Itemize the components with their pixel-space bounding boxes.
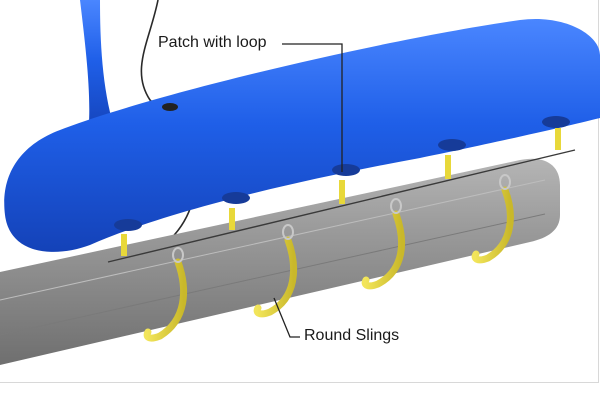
buoyancy-float [4, 0, 600, 252]
pipe-shade [0, 213, 546, 336]
round-slings [143, 174, 514, 342]
shackle [282, 224, 294, 240]
round-slings-label: Round Slings [304, 327, 400, 344]
patch [332, 164, 360, 176]
float-feed-tube [80, 0, 115, 135]
pipe-highlight [0, 179, 546, 301]
shackle [172, 247, 184, 263]
patch [438, 139, 466, 151]
pipe-body [0, 158, 560, 365]
slings-callout-leader [273, 297, 300, 338]
shackle [390, 198, 402, 214]
round-sling [471, 186, 514, 264]
shackle [499, 174, 511, 190]
patch-with-loop-label: Patch with loop [158, 34, 267, 51]
connector-tabs [121, 128, 561, 256]
patch-callout-leader [282, 43, 343, 172]
patch [222, 192, 250, 204]
pipeline [0, 158, 560, 365]
round-sling [253, 236, 297, 318]
round-sling [143, 258, 187, 342]
patch [114, 219, 142, 231]
image-frame [0, 0, 599, 383]
top-wire [107, 149, 576, 263]
round-sling [361, 210, 405, 290]
patch [542, 116, 570, 128]
top-loop-patch [162, 103, 178, 111]
float-body [4, 18, 600, 252]
